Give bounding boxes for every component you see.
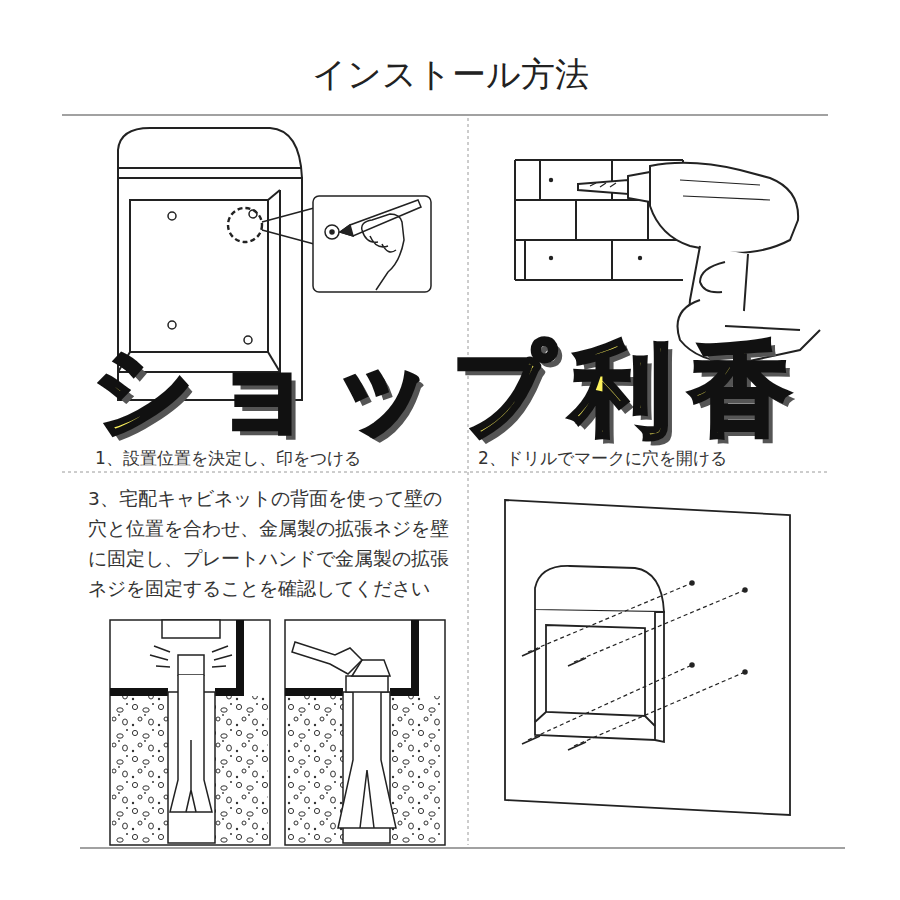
watermark: ショップ利香 xyxy=(20,336,880,444)
step-label: 1、設置位置を決定し、印をつける xyxy=(95,447,460,469)
step-instruction: 3、宅配キャビネットの背面を使って壁の穴と位置を合わせ、金属製の拡張ネジを壁に固… xyxy=(88,484,460,604)
diagram-title: インストール方法 xyxy=(0,52,900,96)
step-label: 2、ドリルでマークに穴を開ける xyxy=(478,447,823,469)
